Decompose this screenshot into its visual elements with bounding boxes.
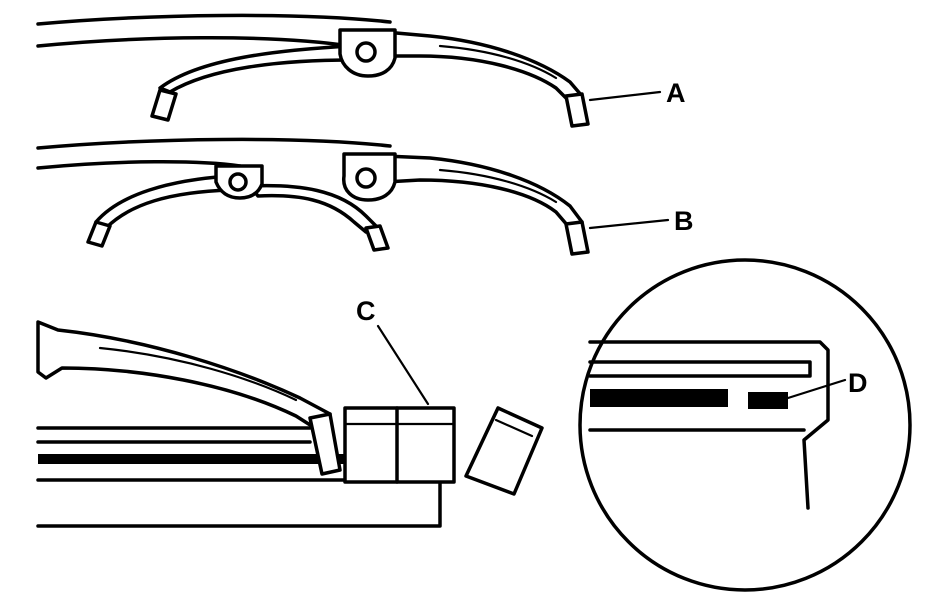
section-outline xyxy=(588,340,830,510)
arm-a xyxy=(36,13,392,48)
yoke-right-b xyxy=(383,154,584,228)
end-cap xyxy=(343,406,456,484)
rubber-strip xyxy=(38,454,345,464)
claw-right-b xyxy=(564,220,590,256)
wiper-blade-a xyxy=(36,13,662,128)
slot-long xyxy=(590,389,728,407)
pivot-b2 xyxy=(355,167,377,189)
label-c: C xyxy=(356,296,376,326)
label-a: A xyxy=(666,78,686,108)
pivot-a xyxy=(355,41,377,63)
leader-b xyxy=(588,218,670,230)
claw-left-a xyxy=(150,88,178,122)
wiper-blade-b xyxy=(36,137,670,256)
yoke-left-b xyxy=(94,174,232,230)
magnified-detail xyxy=(578,258,912,592)
yoke-left-a xyxy=(158,44,354,94)
blade-body xyxy=(36,478,442,528)
claw-left-b xyxy=(86,220,112,248)
leader-a xyxy=(588,90,662,102)
end-clip-detail xyxy=(36,320,544,528)
removed-clip xyxy=(464,406,544,496)
label-b: B xyxy=(674,206,694,236)
yoke-right-a xyxy=(383,30,584,102)
leader-d xyxy=(786,378,847,400)
magnifier-circle xyxy=(578,258,912,592)
arm-b xyxy=(36,137,392,170)
label-d: D xyxy=(848,368,868,398)
slot-short-d xyxy=(748,392,788,409)
pivot-b1 xyxy=(228,172,248,192)
yoke-arm-c xyxy=(36,320,332,432)
claw-right-a xyxy=(564,92,590,128)
leader-c xyxy=(376,324,430,406)
claw-mid-b xyxy=(364,224,390,252)
